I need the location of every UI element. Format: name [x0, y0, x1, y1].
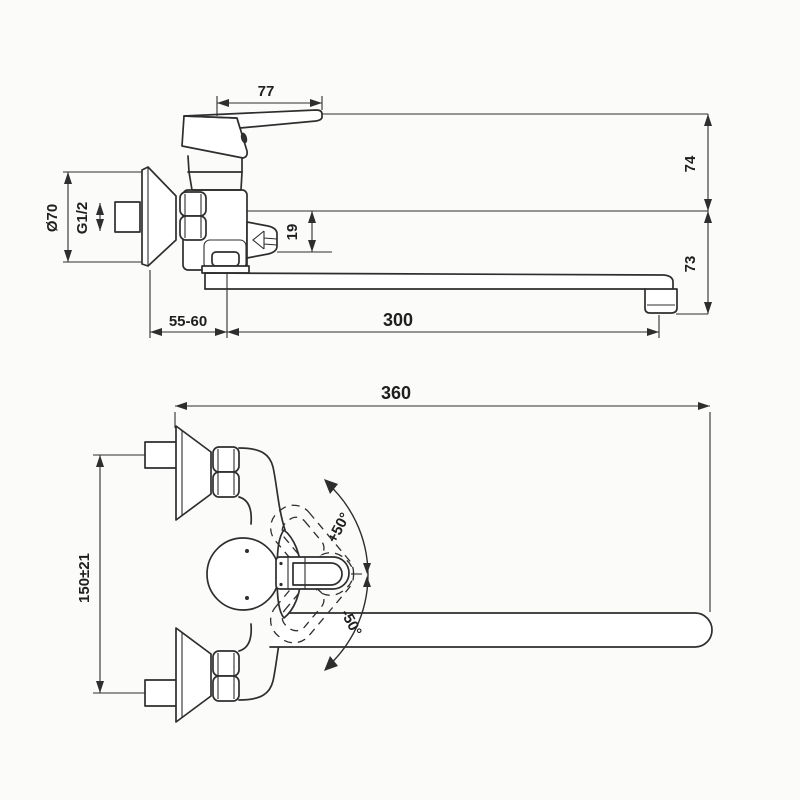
screw-dot-lower [245, 596, 249, 600]
upper-supply-pipe [144, 441, 178, 469]
dim-label-g12: G1/2 [74, 202, 91, 235]
cartridge-neck [187, 155, 243, 191]
supply-pipe [114, 201, 141, 233]
swing-arc [324, 479, 369, 671]
dim-escutcheon-diameter: Ø70 [44, 171, 142, 263]
diverter-knob [246, 221, 278, 259]
spout-front [269, 612, 713, 648]
swivel-spout [204, 272, 678, 314]
screw-dot-upper [245, 549, 249, 553]
handle-front [275, 556, 350, 590]
dim-reach: 55-60 300 [149, 270, 660, 338]
upper-nut [212, 446, 240, 498]
cartridge-dome [206, 537, 280, 611]
front-view: +50° -50° 360 150±21 [76, 383, 713, 723]
dim-label-360: 360 [381, 383, 411, 403]
lever-underside [240, 132, 248, 144]
dim-label-150: 150±21 [76, 553, 93, 603]
spout-outlet [644, 288, 678, 314]
handle-lever [183, 109, 323, 129]
dim-label-73: 73 [682, 256, 699, 273]
angle-label-up: +50° [324, 510, 354, 546]
dim-label-74: 74 [682, 155, 699, 172]
dim-label-19: 19 [284, 224, 301, 241]
dim-overall-width: 360 [174, 383, 711, 612]
side-view: 77 Ø70 G1/2 19 [44, 83, 712, 338]
lower-nut [212, 650, 240, 702]
lower-escutcheon [175, 627, 212, 723]
dim-label-d70: Ø70 [44, 204, 61, 232]
dim-heights: 74 73 [682, 114, 712, 314]
connection-nut [179, 191, 207, 241]
escutcheon-cone [141, 166, 177, 267]
handle-base [181, 115, 249, 159]
dim-thread-size: G1/2 [74, 202, 104, 235]
dim-label-77: 77 [258, 83, 275, 100]
dim-label-55-60: 55-60 [169, 313, 207, 330]
dim-label-300: 300 [383, 310, 413, 330]
spout-collar [201, 265, 250, 274]
lower-supply-pipe [144, 679, 178, 707]
handle-tip-marker [351, 563, 371, 587]
dim-handle-length: 77 [216, 83, 323, 116]
upper-escutcheon [175, 425, 212, 521]
dim-diverter-offset: 19 [284, 211, 316, 252]
dim-supply-centers: 150±21 [76, 455, 104, 693]
